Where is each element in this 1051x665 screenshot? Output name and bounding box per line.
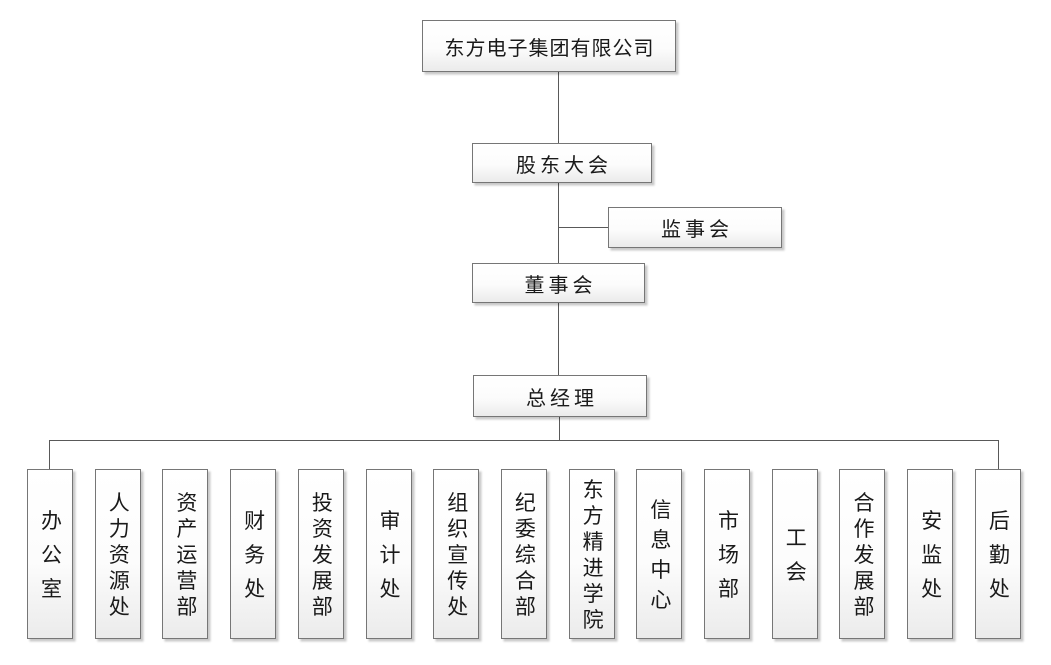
department-label: 市场部	[715, 509, 740, 612]
org-box-shareholders-label: 股东大会	[516, 154, 612, 177]
org-box-department: 信息中心	[636, 469, 683, 639]
department-label: 合作发展部	[850, 491, 875, 622]
connector-gm-to-bus	[559, 417, 560, 440]
connector-departments-bus	[49, 440, 999, 441]
org-box-root-label: 东方电子集团有限公司	[444, 37, 655, 60]
org-box-department: 审计处	[365, 469, 412, 639]
org-box-department: 投资发展部	[297, 469, 344, 639]
department-label: 组织宣传处	[444, 491, 469, 622]
org-box-department: 安监处	[907, 469, 954, 639]
org-box-board-label: 董事会	[524, 274, 597, 297]
department-label: 人力资源处	[106, 491, 131, 622]
department-label: 安监处	[918, 509, 943, 612]
connector-root-to-shareholders	[558, 72, 559, 143]
department-label: 投资发展部	[309, 491, 334, 622]
department-label: 办公室	[38, 509, 63, 612]
department-label: 东方精进学院	[580, 478, 605, 635]
org-box-department: 工会	[771, 469, 818, 639]
org-box-department: 市场部	[704, 469, 751, 639]
org-box-department: 人力资源处	[94, 469, 141, 639]
connector-branch-supervisory	[558, 227, 608, 228]
connector-shareholders-to-board	[558, 183, 559, 263]
org-box-root: 东方电子集团有限公司	[422, 20, 676, 72]
org-box-general-manager: 总经理	[473, 375, 647, 417]
org-box-shareholders-meeting: 股东大会	[472, 143, 652, 183]
connector-bus-drop-right	[998, 440, 999, 469]
department-label: 工会	[783, 526, 808, 595]
department-label: 财务处	[241, 509, 266, 612]
connector-board-to-gm	[558, 303, 559, 375]
org-box-department: 组织宣传处	[433, 469, 480, 639]
connector-bus-drop-left	[49, 440, 50, 469]
org-box-supervisory-board: 监事会	[608, 207, 782, 248]
org-box-department: 合作发展部	[839, 469, 886, 639]
org-box-department: 财务处	[230, 469, 277, 639]
org-box-department: 资产运营部	[162, 469, 209, 639]
department-label: 后勤处	[986, 509, 1011, 612]
departments-row: 办公室 人力资源处 资产运营部 财务处 投资发展部 审计处 组织宣传处 纪委综合…	[27, 469, 1021, 639]
org-box-board-of-directors: 董事会	[472, 263, 645, 303]
department-label: 信息中心	[647, 498, 672, 619]
org-box-gm-label: 总经理	[526, 387, 598, 410]
org-box-department: 纪委综合部	[500, 469, 547, 639]
org-box-department: 后勤处	[974, 469, 1021, 639]
department-label: 资产运营部	[173, 491, 198, 622]
org-box-department: 东方精进学院	[568, 469, 615, 639]
department-label: 纪委综合部	[512, 491, 537, 622]
org-box-supervisory-label: 监事会	[661, 219, 733, 241]
department-label: 审计处	[377, 509, 402, 612]
org-box-department: 办公室	[27, 469, 73, 639]
